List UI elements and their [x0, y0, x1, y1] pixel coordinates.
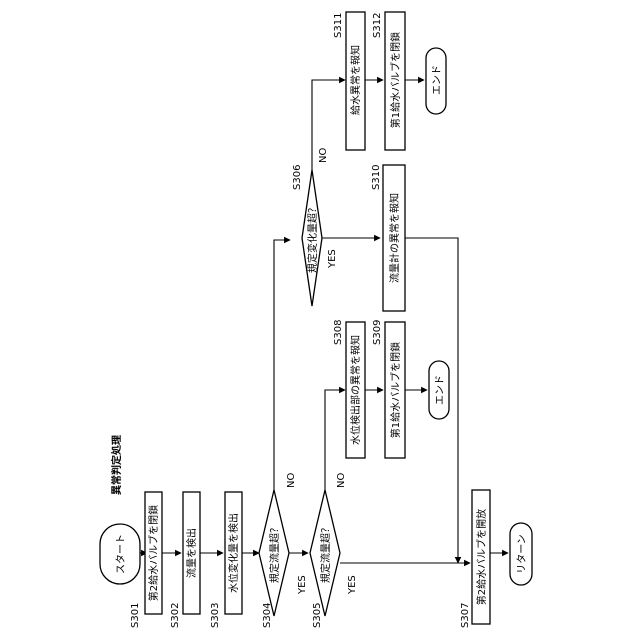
s303-step: S303	[210, 603, 221, 628]
s305-step: S305	[312, 603, 323, 628]
s312-step: S312	[372, 13, 383, 38]
s304-no-label: NO	[286, 473, 297, 488]
s306-yes-label: YES	[327, 249, 338, 269]
process-s311: 給水異常を報知 S311	[333, 12, 365, 150]
s304-label: 規定流量超？	[268, 523, 281, 583]
s308-label: 水位検出部の異常を報知	[349, 335, 362, 445]
decision-s306: 規定変化量超？ S306 NO YES	[292, 148, 338, 306]
end2-label: エンド	[432, 65, 443, 95]
decision-s305: 規定流量超？ S305 NO YES	[310, 473, 358, 628]
s305-yes-label: YES	[347, 575, 358, 595]
decision-s304: 規定流量超？ S304 NO YES	[259, 473, 308, 628]
process-s307: 第2給水バルブを開放 S307	[460, 490, 490, 628]
s308-step: S308	[333, 320, 344, 345]
end-terminal-2: エンド	[426, 48, 446, 114]
s309-step: S309	[372, 320, 383, 345]
s306-step: S306	[292, 165, 303, 190]
s305-label: 規定流量超？	[319, 523, 332, 583]
process-s303: 水位変化量を検出 S303	[210, 492, 242, 628]
process-s302: 流量を検出 S302	[170, 492, 200, 628]
s310-step: S310	[371, 165, 382, 190]
s301-label: 第2給水バルブを閉鎖	[147, 505, 160, 601]
diagram-title: 異常判定処理	[110, 435, 123, 495]
s312-label: 第1給水バルブを閉鎖	[389, 32, 402, 128]
process-s312: 第1給水バルブを閉鎖 S312	[372, 12, 405, 150]
process-s309: 第1給水バルブを閉鎖 S309	[372, 320, 405, 458]
s301-step: S301	[130, 603, 141, 628]
s309-label: 第1給水バルブを閉鎖	[389, 342, 402, 438]
s306-no-label: NO	[318, 148, 329, 163]
s305-no-label: NO	[336, 473, 347, 488]
start-label: スタート	[115, 534, 127, 574]
s311-label: 給水異常を報知	[349, 45, 362, 115]
s307-step: S307	[460, 603, 471, 628]
start-terminal: スタート	[100, 524, 140, 584]
return-label: リターン	[516, 534, 528, 574]
s302-label: 流量を検出	[185, 528, 198, 578]
s303-label: 水位変化量を検出	[227, 513, 240, 593]
s310-label: 流量計の異常を報知	[388, 193, 401, 283]
end-terminal-1: エンド	[429, 361, 449, 419]
process-s308: 水位検出部の異常を報知 S308	[333, 320, 365, 458]
s302-step: S302	[170, 603, 181, 628]
s307-label: 第2給水バルブを開放	[475, 509, 488, 605]
s311-step: S311	[333, 13, 344, 38]
s306-label: 規定変化量超？	[306, 203, 319, 273]
end1-label: エンド	[435, 375, 446, 405]
s304-step: S304	[262, 603, 273, 628]
s304-yes-label: YES	[297, 575, 308, 595]
return-terminal: リターン	[510, 523, 532, 585]
